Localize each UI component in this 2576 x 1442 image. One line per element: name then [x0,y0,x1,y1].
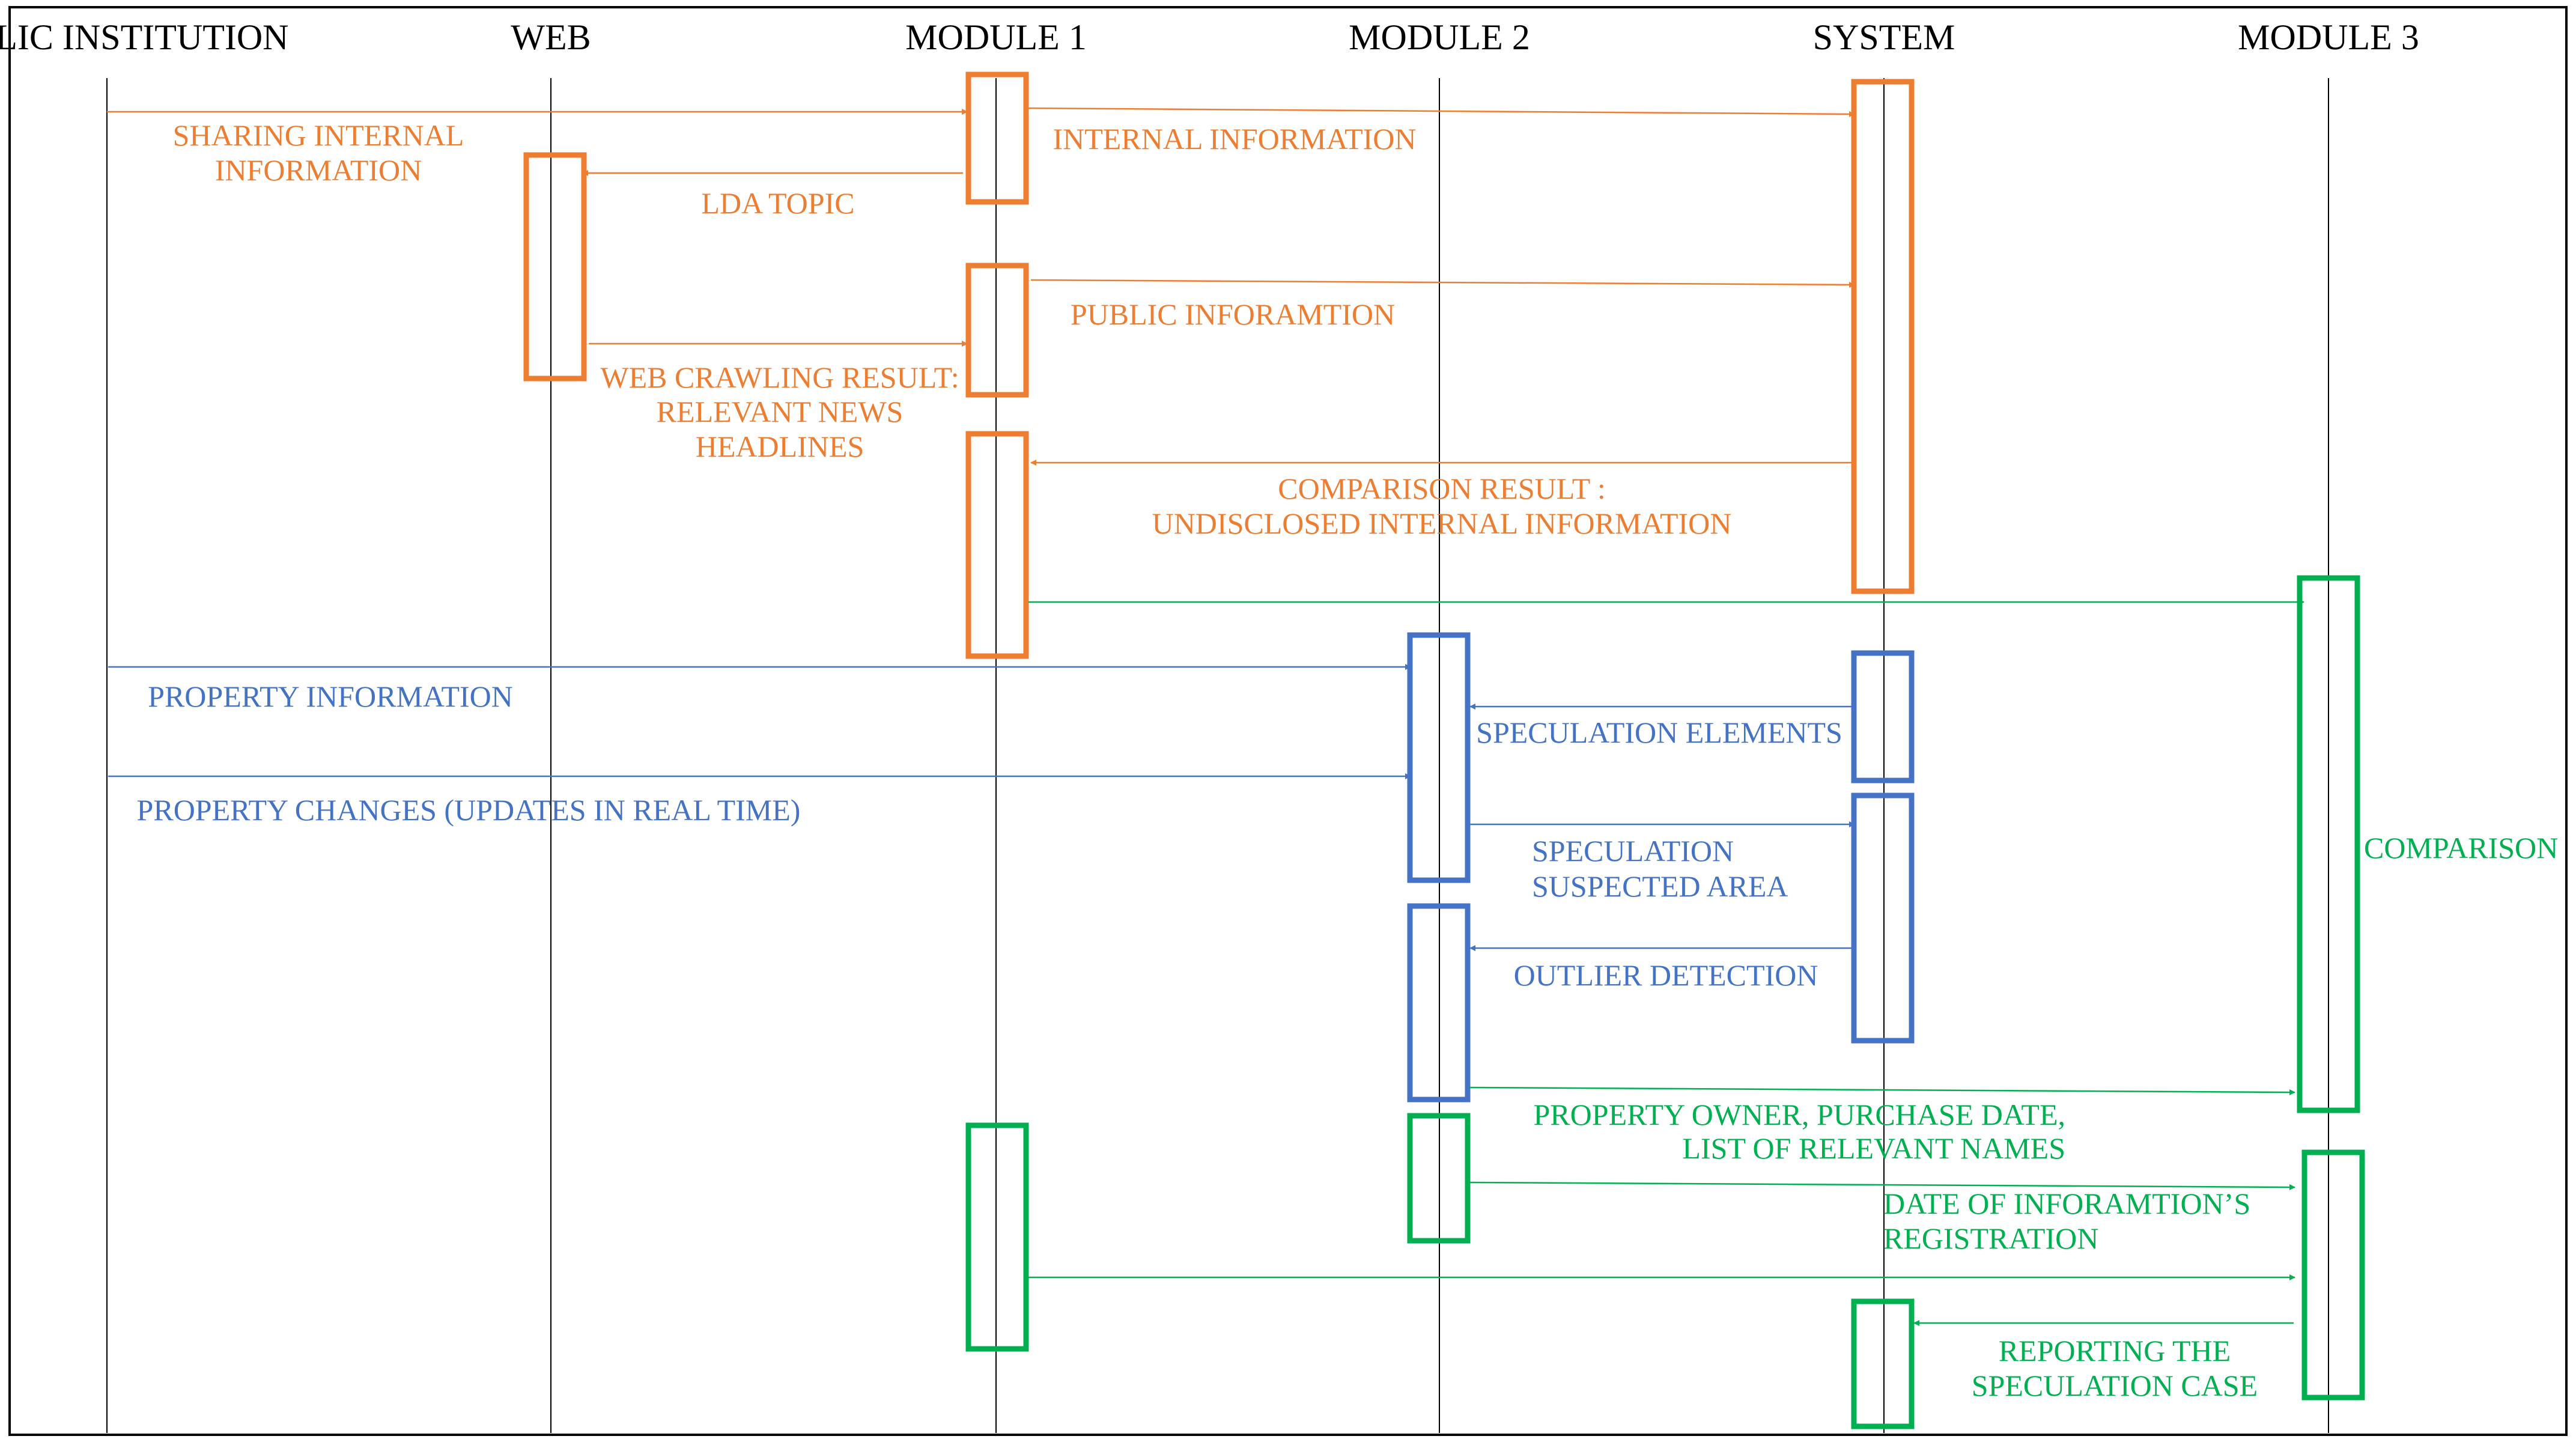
message-label: PUBLIC INFORAMTION [1071,297,1395,331]
message-arrow-m1-to-sys [1030,279,1855,288]
message-label: DATE OF INFORAMTION’S [1883,1187,2250,1220]
message-label: SPECULATION [1532,834,1734,868]
message-arrow-m2-to-m3 [1469,1181,2295,1190]
message-label: SUSPECTED AREA [1532,869,1788,903]
message-label: SPECULATION ELEMENTS [1476,716,1842,749]
activation-box-m1 [965,71,1029,205]
activation-box-sys [1851,650,1915,783]
message-label: PROPERTY CHANGES (UPDATES IN REAL TIME) [137,793,801,827]
message-arrow-m1-to-sys [1028,107,1855,117]
message-label: OUTLIER DETECTION [1514,958,1818,992]
participant-m1-label: MODULE 1 [905,17,1087,57]
activation-box-m3 [2297,575,2360,1113]
participant-m2-label: MODULE 2 [1349,17,1530,57]
message-label: SHARING INTERNAL [173,118,464,152]
message-label: REGISTRATION [1883,1221,2098,1255]
message-label: COMPARISON RESULT : [1278,472,1606,505]
message-label: HEADLINES [696,430,864,463]
message-label: REPORTING THE [1999,1334,2231,1367]
activation-box-sys [1851,1298,1915,1429]
activation-box-m1 [965,1122,1029,1352]
message-label: WEB CRAWLING RESULT: [600,360,959,394]
message-label: INFORMATION [215,153,422,187]
message-label: LDA TOPIC [701,186,854,220]
activation-box-m2 [1407,632,1471,883]
message-label: PROPERTY OWNER, PURCHASE DATE, [1534,1098,2066,1131]
activation-box-m3 [2301,1149,2365,1401]
message-arrow-m2-to-m3 [1469,1086,2295,1095]
participant-m3-label: MODULE 3 [2238,17,2419,57]
participant-sys-label: SYSTEM [1813,17,1955,57]
activation-box-sys [1851,792,1915,1044]
activation-label: COMPARISON [2364,831,2558,865]
message-label: INTERNAL INFORMATION [1053,122,1416,156]
activation-box-sys [1851,79,1915,594]
activation-box-m1 [965,263,1029,398]
message-label: LIST OF RELEVANT NAMES [1682,1131,2065,1165]
activation-box-web [523,152,587,382]
message-label: PROPERTY INFORMATION [148,680,513,713]
message-label: SPECULATION CASE [1972,1369,2258,1402]
participant-web-label: WEB [511,17,591,57]
activation-box-m2 [1407,1113,1471,1244]
message-label: RELEVANT NEWS [657,395,904,428]
participant-public-label: PUBLIC INSTITUTION [0,17,288,57]
diagram-border [8,6,2568,1436]
activation-box-m2 [1407,903,1471,1103]
activation-box-m1 [965,431,1029,659]
message-label: UNDISCLOSED INTERNAL INFORMATION [1152,507,1732,540]
